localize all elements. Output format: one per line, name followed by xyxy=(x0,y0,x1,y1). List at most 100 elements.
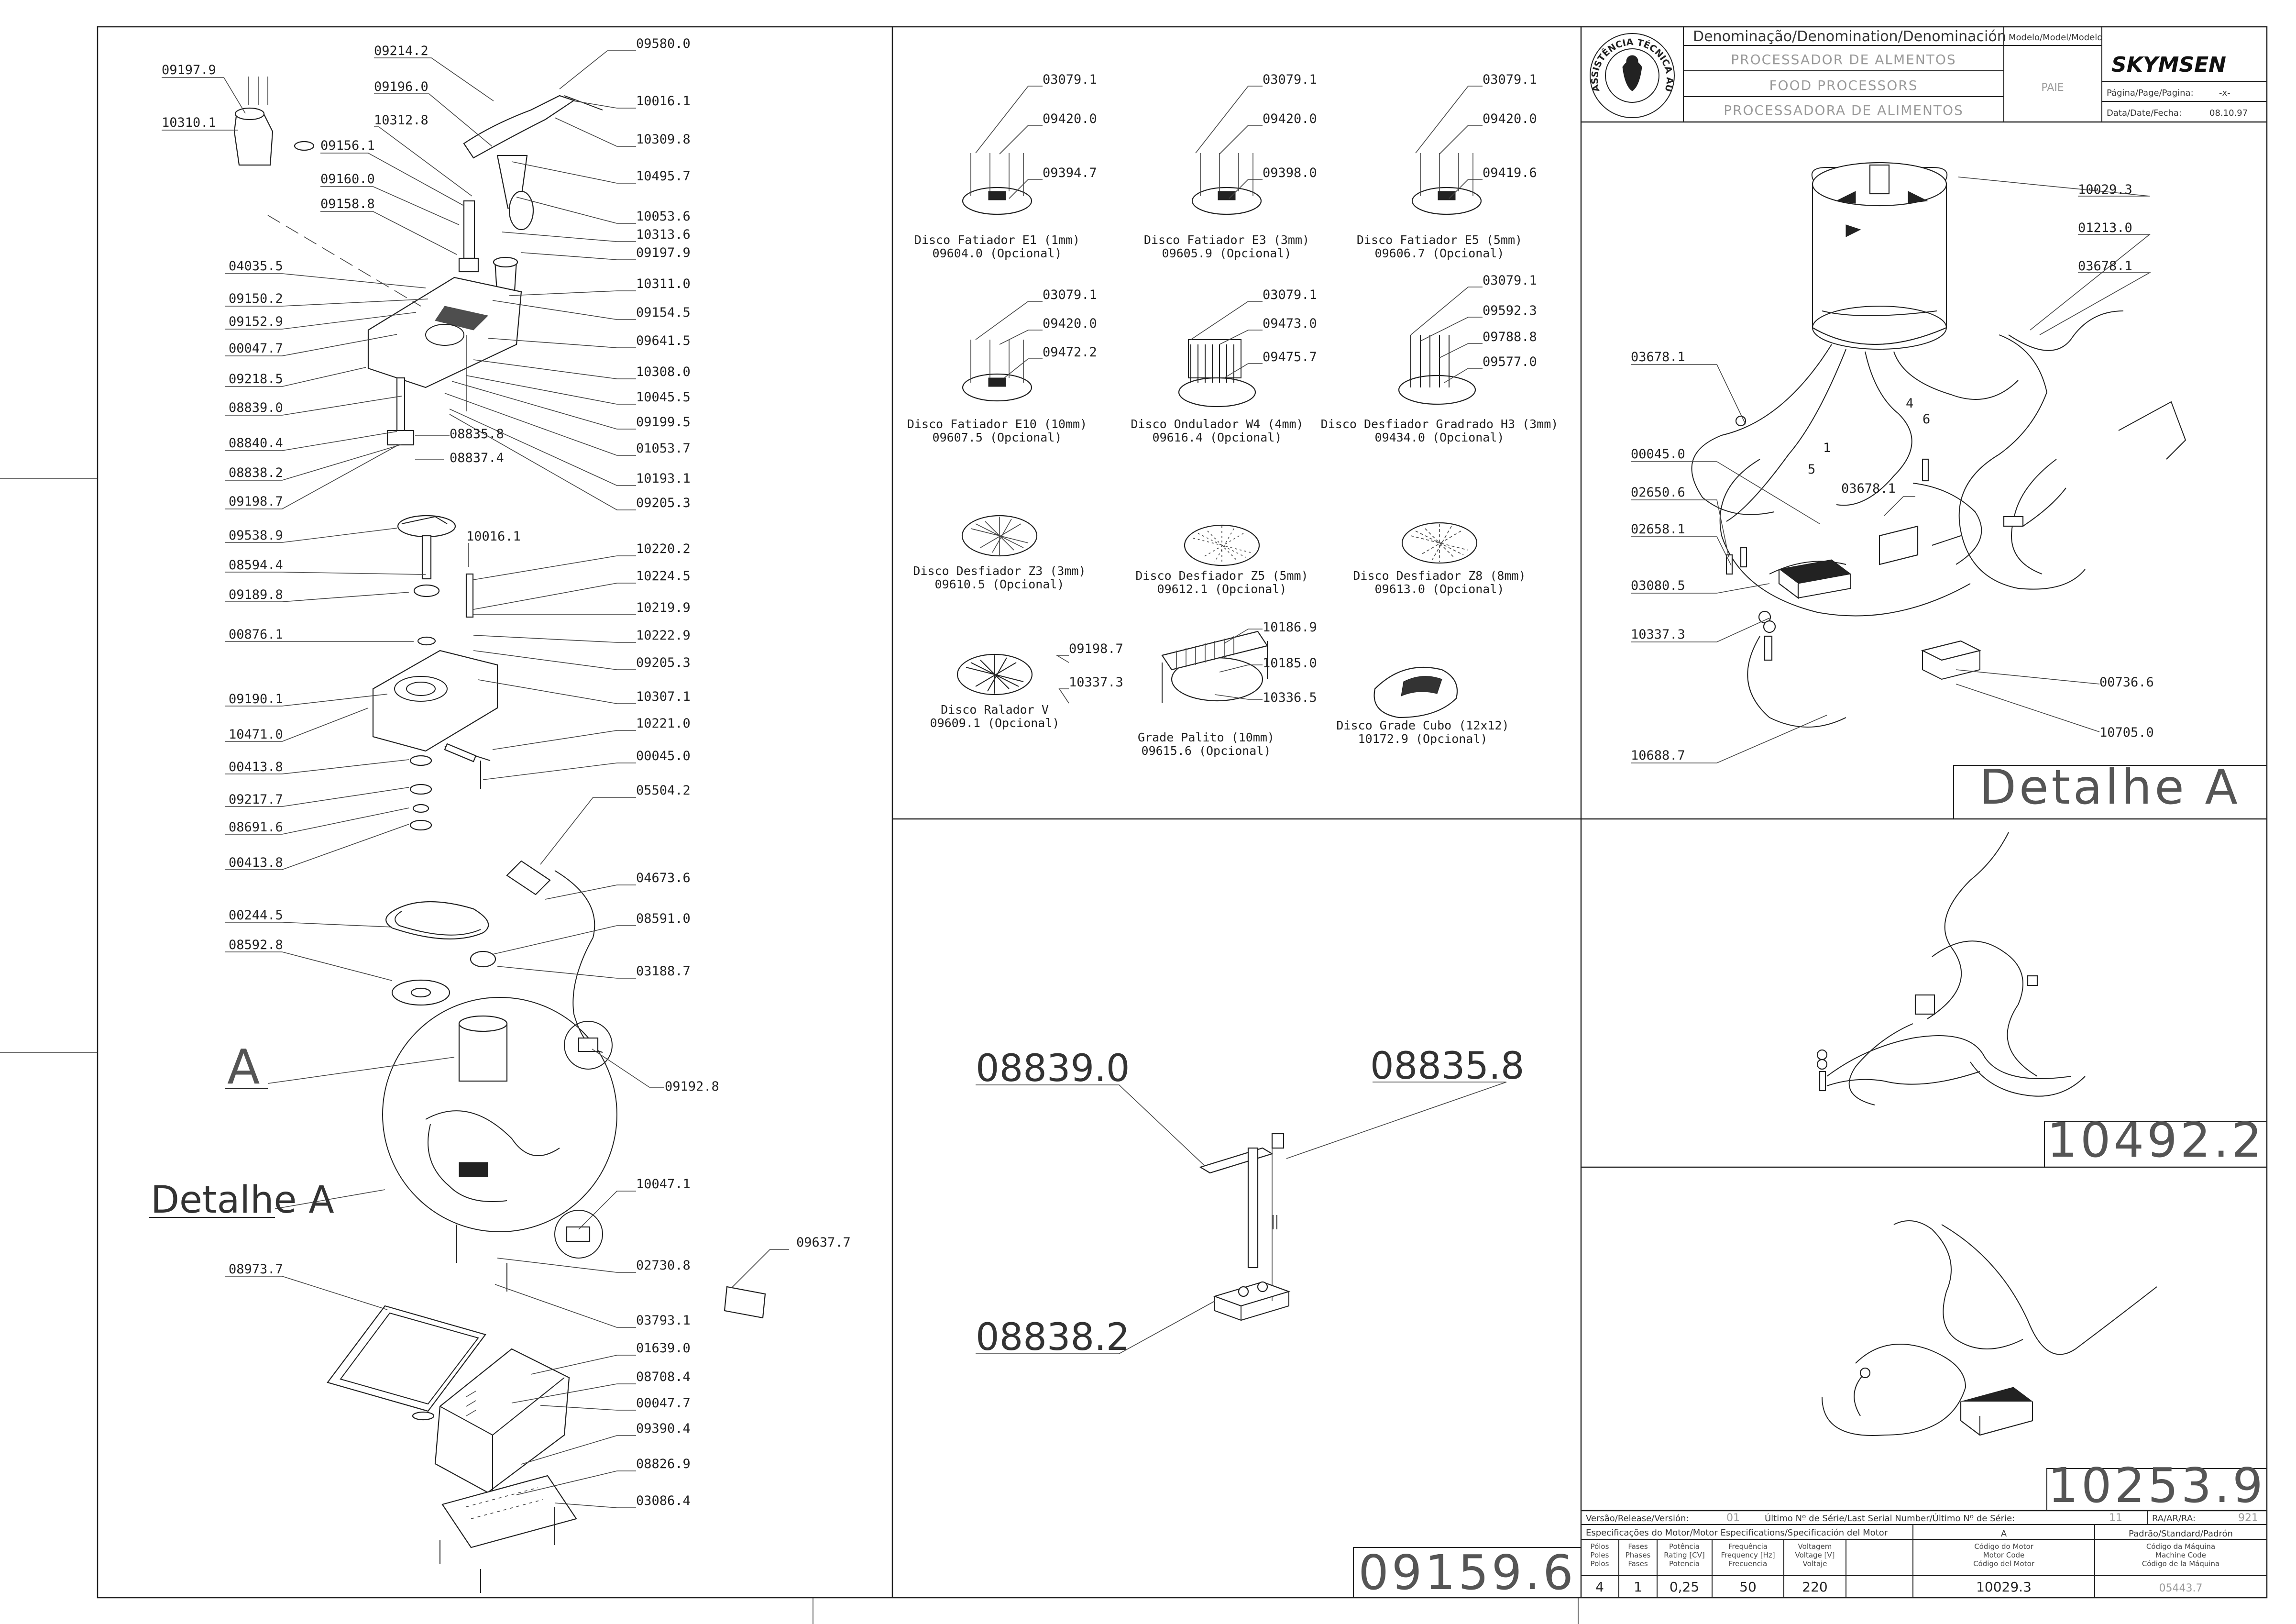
part-label: 09154.5 xyxy=(636,305,691,320)
part-label: 10219.9 xyxy=(636,600,691,615)
part-label: 09420.0 xyxy=(1263,111,1317,126)
svg-text:Rating [CV]: Rating [CV] xyxy=(1664,1551,1705,1559)
label-plate-part xyxy=(724,1286,766,1319)
part-label: 00047.7 xyxy=(229,341,283,356)
part-label: 03079.1 xyxy=(1483,273,1537,288)
cover-plate-part xyxy=(367,276,522,388)
part-label: 10471.0 xyxy=(229,727,283,742)
part-label: 03079.1 xyxy=(1263,287,1317,302)
part-label: 08592.8 xyxy=(229,938,283,952)
standard-label: Padrão/Standard/Padrón xyxy=(2129,1529,2233,1539)
pusher-part xyxy=(233,111,274,166)
part-label: 09420.0 xyxy=(1043,316,1097,331)
svg-text:Código do Motor: Código do Motor xyxy=(1974,1542,2033,1551)
part-label: 09198.7 xyxy=(1069,641,1123,656)
part-label: 09205.3 xyxy=(636,655,691,670)
part-label: 10307.1 xyxy=(636,689,691,704)
part-label: 09150.2 xyxy=(229,291,283,306)
disc-caption: Disco Ralador V xyxy=(941,703,1049,717)
harness-1-code: 10492.2 xyxy=(2047,1112,2265,1168)
part-label: 09788.8 xyxy=(1483,330,1537,344)
part-label: 10311.0 xyxy=(636,276,691,291)
column-headers: Pólos Poles Polos Fases Phases Fases Pot… xyxy=(1591,1542,2220,1568)
base-plate-part xyxy=(327,1305,486,1412)
part-label: 09152.9 xyxy=(229,314,283,329)
grade-palito xyxy=(1161,630,1268,703)
part-label: 09197.9 xyxy=(636,245,691,260)
date-value: 08.10.97 xyxy=(2209,108,2248,118)
brand-logo-text: SKYMSEN xyxy=(2111,53,2226,77)
svg-text:Poles: Poles xyxy=(1591,1551,1609,1559)
disc-caption: Disco Desfiador Z3 (3mm) xyxy=(913,564,1086,578)
part-label: 09473.0 xyxy=(1263,316,1317,331)
disc-code: 09615.6 (Opcional) xyxy=(1142,744,1271,758)
part-label: 00413.8 xyxy=(229,760,283,774)
disc-caption: Grade Palito (10mm) xyxy=(1138,730,1274,744)
part-label: 10310.1 xyxy=(162,115,216,130)
part-label: 08838.2 xyxy=(229,465,283,480)
part-label: 04035.5 xyxy=(229,259,283,274)
part-label: 10308.0 xyxy=(636,365,691,379)
disc-caption: Disco Fatiador E1 (1mm) xyxy=(914,233,1080,247)
disc-z8 xyxy=(1401,522,1478,564)
motor-small xyxy=(458,1023,508,1082)
motor-values-row: 4 1 0,25 50 220 10029.3 05443.7 xyxy=(1595,1579,2202,1595)
svg-text:Voltaje: Voltaje xyxy=(1803,1559,1827,1568)
svg-text:Código del Motor: Código del Motor xyxy=(1973,1559,2035,1568)
part-label: 09394.7 xyxy=(1043,166,1097,180)
part-label: 09214.2 xyxy=(374,44,428,58)
detail-a-label: 01213.0 xyxy=(2078,221,2132,235)
part-label: 10224.5 xyxy=(636,569,691,584)
date-label: Data/Date/Fecha: xyxy=(2107,108,2182,118)
gear-housing-part xyxy=(372,650,498,752)
detail-a-label: 03678.1 xyxy=(2078,259,2132,274)
detail-a-label: 00045.0 xyxy=(1631,447,1685,462)
part-label: 01053.7 xyxy=(636,441,691,456)
wire-number: 6 xyxy=(1922,412,1930,427)
part-label: 10221.0 xyxy=(636,716,691,731)
part-label: 03079.1 xyxy=(1043,287,1097,302)
disc-code: 09612.1 (Opcional) xyxy=(1157,582,1287,596)
part-label: 09218.5 xyxy=(229,372,283,387)
part-label: 02730.8 xyxy=(636,1258,691,1273)
detail-a-label: 10705.0 xyxy=(2099,725,2154,740)
part-label: 01639.0 xyxy=(636,1341,691,1356)
svg-text:1: 1 xyxy=(1634,1579,1642,1595)
part-label: 09189.8 xyxy=(229,587,283,602)
part-label: 00244.5 xyxy=(229,908,283,923)
part-label: 00876.1 xyxy=(229,627,283,642)
disc-z5 xyxy=(1184,524,1260,566)
part-label: 09420.0 xyxy=(1483,111,1537,126)
part-label: 09158.8 xyxy=(320,197,375,211)
part-label: 03086.4 xyxy=(636,1493,691,1508)
harness-2-code: 10253.9 xyxy=(2048,1458,2266,1514)
detail-a-callout-circle xyxy=(382,997,617,1232)
part-label: 10337.3 xyxy=(1069,675,1123,690)
disc-code: 09605.9 (Opcional) xyxy=(1162,246,1292,260)
bracket-label: 08839.0 xyxy=(976,1047,1130,1090)
part-label: 09217.7 xyxy=(229,792,283,807)
disc-e3 xyxy=(1191,153,1262,215)
svg-text:Voltagem: Voltagem xyxy=(1798,1542,1832,1551)
main-assembly-drawing xyxy=(233,77,766,1593)
part-label: 09472.2 xyxy=(1043,345,1097,360)
motor-part xyxy=(1812,184,1947,345)
release-block: Versão/Release/Versión: 01 Último Nº de … xyxy=(1581,1511,2267,1598)
part-label: 10016.1 xyxy=(466,529,521,544)
disc-code: 10172.9 (Opcional) xyxy=(1358,732,1488,746)
part-label: 08594.4 xyxy=(229,558,283,573)
part-label: 09390.4 xyxy=(636,1421,691,1436)
version-value: 01 xyxy=(1726,1512,1740,1524)
part-label: 09592.3 xyxy=(1483,303,1537,318)
detail-a-label: 02650.6 xyxy=(1631,485,1685,500)
part-label: 08826.9 xyxy=(636,1457,691,1471)
part-label: 09641.5 xyxy=(636,333,691,348)
part-label: 10312.8 xyxy=(374,113,428,128)
svg-text:Frecuencia: Frecuencia xyxy=(1729,1559,1768,1568)
disc-e5 xyxy=(1411,153,1482,215)
part-label: 08973.7 xyxy=(229,1262,283,1277)
part-label: 08691.6 xyxy=(229,820,283,835)
part-label: 03793.1 xyxy=(636,1313,691,1328)
part-label: 10193.1 xyxy=(636,471,691,486)
